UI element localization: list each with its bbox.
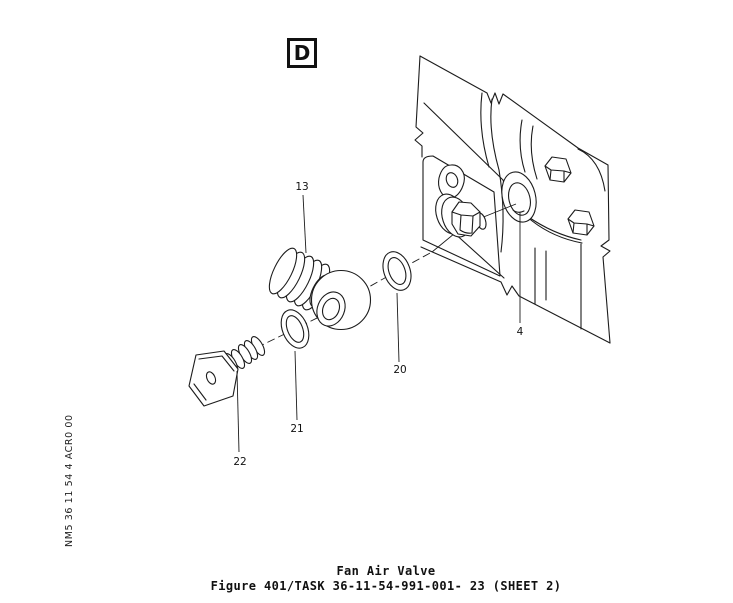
duct-band-line	[531, 126, 537, 179]
callout-22: 22	[233, 371, 247, 468]
leader-line	[295, 351, 297, 420]
bolt-head-hole	[205, 370, 218, 385]
callout-label: 22	[233, 456, 246, 468]
bracket-nut-assembly	[431, 190, 488, 240]
mounting-panel	[415, 56, 610, 343]
panel-right-edge	[601, 165, 610, 343]
fitting-bore-inner	[319, 296, 342, 322]
duct-band-line	[491, 99, 499, 170]
leader-line	[303, 195, 306, 253]
part-22-bolt	[189, 335, 267, 406]
bracket-fold-line	[452, 231, 504, 278]
panel-corner-arc	[578, 149, 605, 191]
port-ring	[497, 168, 541, 225]
duct-band-line	[481, 93, 489, 167]
bracket-tab-hole	[444, 171, 459, 189]
hex-nut-facets	[452, 212, 480, 233]
callout-label: 20	[393, 364, 406, 376]
detail-marker: D	[287, 38, 317, 68]
leader-line	[397, 293, 399, 362]
panel-left-edge	[415, 56, 423, 157]
callout-4: 4	[517, 212, 524, 338]
duct-front-edge	[499, 170, 503, 252]
bolt-head-facets	[194, 356, 234, 400]
callout-label: 21	[290, 423, 303, 435]
hex-nut	[452, 202, 480, 236]
callout-13: 13	[295, 181, 309, 253]
duct-silhouette-arc	[424, 103, 503, 180]
leader-line	[237, 371, 239, 452]
panel-hex-bolt	[568, 210, 594, 235]
callout-20: 20	[393, 293, 407, 376]
part-21-washer	[276, 306, 314, 352]
callout-label: 13	[295, 181, 308, 193]
panel-bottom-edge	[421, 247, 610, 343]
duct-band-line	[520, 120, 525, 172]
panel-hex-bolt	[545, 157, 571, 182]
figure-number-line: Figure 401/TASK 36-11-54-991-001- 23 (SH…	[210, 579, 562, 593]
callout-21: 21	[290, 351, 304, 435]
figure-title: Fan Air Valve	[336, 564, 436, 578]
duct-lower-silhouette	[527, 216, 581, 240]
detail-marker-label: D	[293, 41, 311, 65]
panel-top-edge	[420, 56, 608, 165]
part-13-valve-fitting	[264, 245, 371, 331]
part-20-washer	[378, 248, 416, 294]
figure-caption: Fan Air Valve Figure 401/TASK 36-11-54-9…	[0, 564, 733, 594]
callout-label: 4	[517, 326, 524, 338]
